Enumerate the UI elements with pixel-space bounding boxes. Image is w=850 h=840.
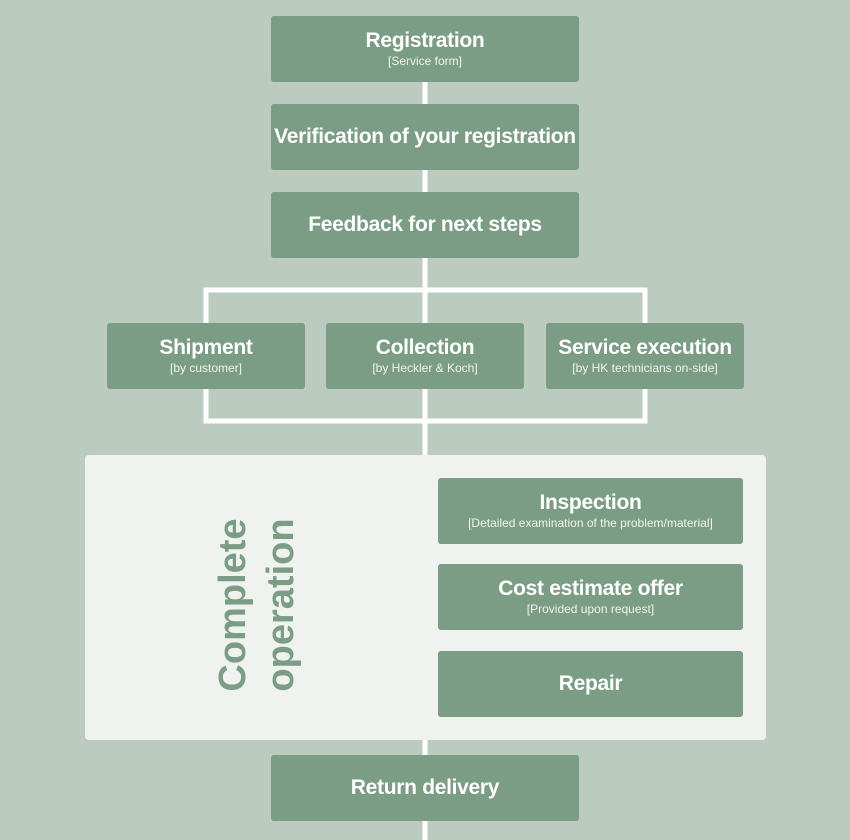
collection-subtitle: [by Heckler & Koch] [372,361,478,375]
complete-operation-label-line2: operation [260,518,302,692]
inspection-box: Inspection [Detailed examination of the … [438,478,743,544]
service-execution-subtitle: [by HK technicians on-side] [572,361,718,375]
registration-subtitle: [Service form] [387,54,462,68]
cost-estimate-subtitle: [Provided upon request] [526,602,655,616]
shipment-box: Shipment [by customer] [107,323,305,389]
complete-operation-label: Complete operation [209,518,305,691]
collection-title: Collection [375,336,475,359]
service-execution-box: Service execution [by HK technicians on-… [546,323,744,389]
cost-estimate-box: Cost estimate offer [Provided upon reque… [438,564,743,630]
verification-title: Verification of your registration [274,125,576,148]
cost-estimate-title: Cost estimate offer [498,577,683,600]
collection-box: Collection [by Heckler & Koch] [326,323,524,389]
shipment-subtitle: [by customer] [169,361,243,375]
registration-box: Registration [Service form] [271,16,579,82]
complete-operation-label-line1: Complete [212,518,254,692]
verification-box: Verification of your registration [271,104,579,170]
registration-title: Registration [365,29,485,52]
inspection-subtitle: [Detailed examination of the problem/mat… [468,516,713,530]
shipment-title: Shipment [159,336,253,359]
return-delivery-title: Return delivery [350,776,500,799]
repair-box: Repair [438,651,743,717]
return-delivery-box: Return delivery [271,755,579,821]
inspection-title: Inspection [539,491,642,514]
repair-title: Repair [558,672,623,695]
service-execution-title: Service execution [558,336,732,359]
feedback-title: Feedback for next steps [308,213,542,236]
feedback-box: Feedback for next steps [271,192,579,258]
